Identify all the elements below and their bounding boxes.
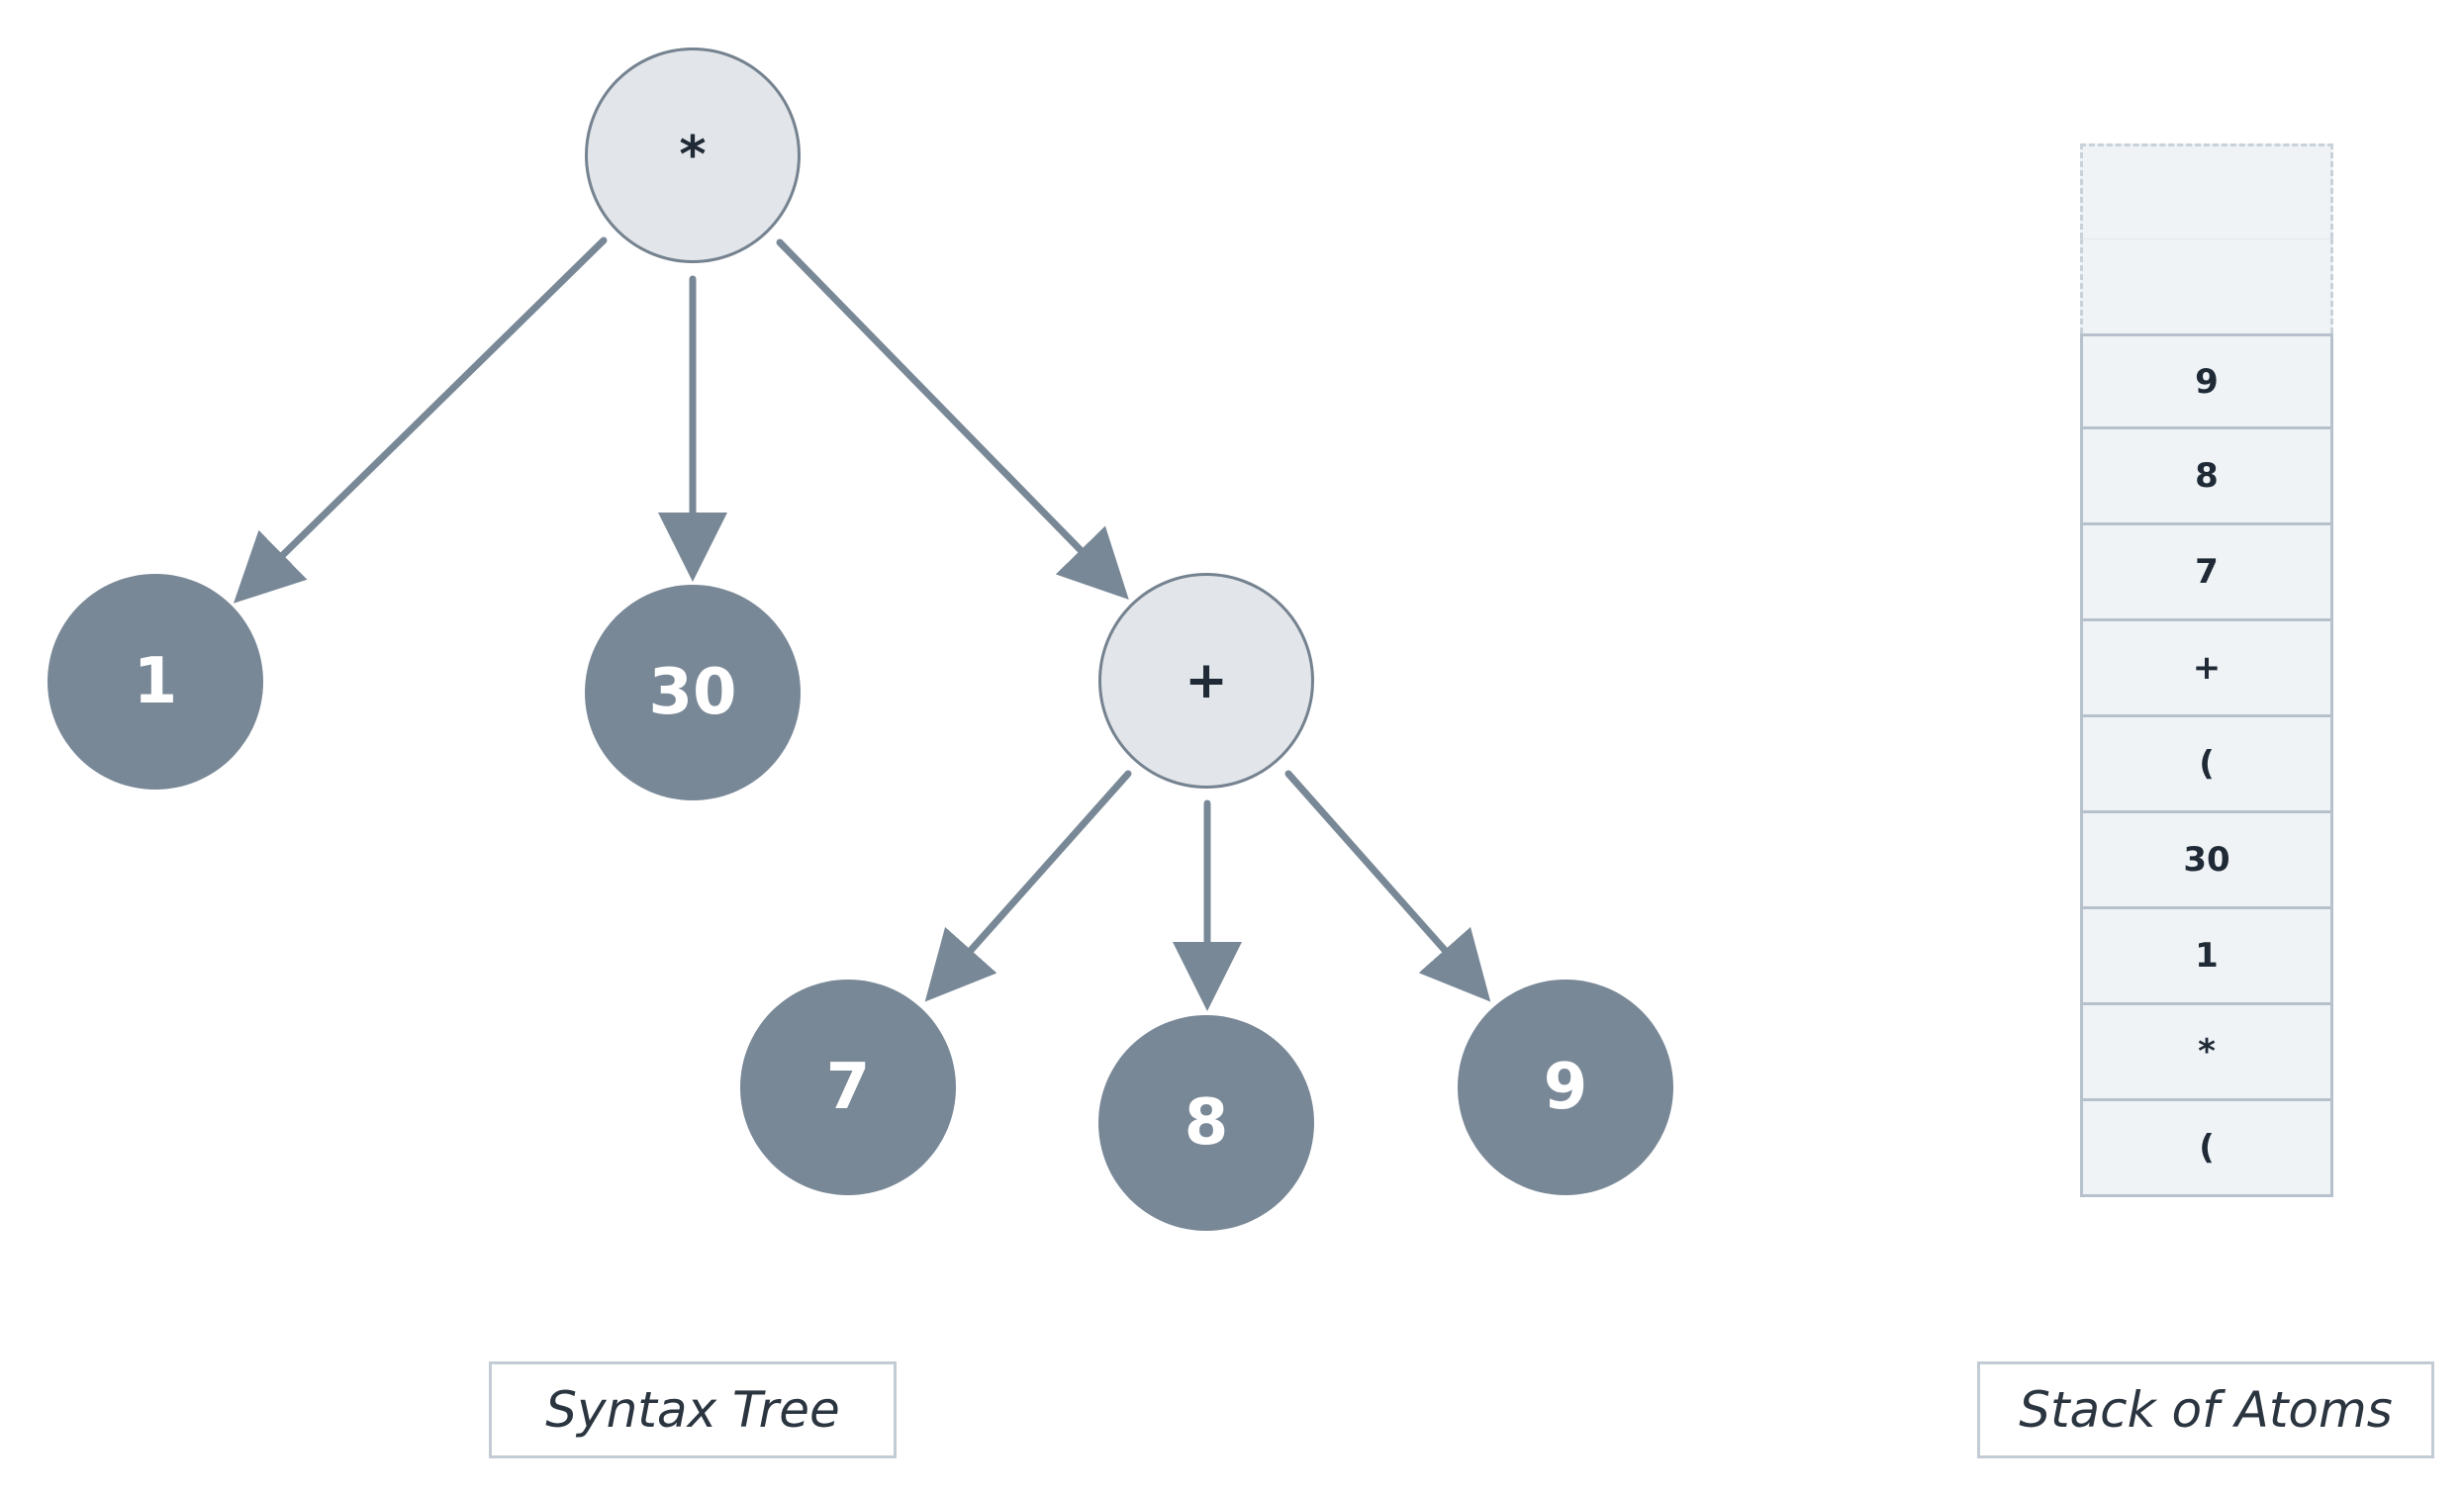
- node-label: 1: [133, 645, 178, 718]
- leaf-node-8: 8: [1098, 1015, 1314, 1231]
- node-label: 8: [1184, 1086, 1229, 1160]
- atom-stack: 9 8 7 + ( 30 1 * (: [2080, 143, 2333, 1197]
- operator-node-multiply: *: [585, 47, 801, 263]
- stack-item: 7: [2080, 525, 2333, 621]
- operator-node-plus: +: [1098, 573, 1314, 789]
- stack-items: 9 8 7 + ( 30 1 * (: [2080, 333, 2333, 1197]
- stack-item: 30: [2080, 813, 2333, 909]
- stack-caption: Stack of Atoms: [1977, 1361, 2434, 1458]
- edge-mul-to-1: [234, 236, 608, 604]
- leaf-node-9: 9: [1458, 980, 1673, 1195]
- node-label: 30: [648, 656, 737, 729]
- node-label: 9: [1543, 1051, 1588, 1124]
- stack-item: +: [2080, 621, 2333, 717]
- stack-item: 1: [2080, 909, 2333, 1005]
- leaf-node-1: 1: [47, 574, 263, 790]
- node-label: +: [1185, 651, 1228, 710]
- leaf-node-30: 30: [585, 585, 801, 800]
- stack-item: (: [2080, 1101, 2333, 1197]
- leaf-node-7: 7: [740, 980, 956, 1195]
- stack-empty-slot: [2080, 238, 2333, 333]
- stack-item: (: [2080, 717, 2333, 813]
- node-label: 7: [825, 1051, 871, 1124]
- stack-item: *: [2080, 1005, 2333, 1101]
- stack-item: 8: [2080, 429, 2333, 525]
- edge-plus-to-9: [1284, 770, 1491, 1002]
- edge-plus-to-7: [924, 770, 1132, 1002]
- edge-mul-to-plus: [776, 238, 1129, 601]
- node-label: *: [679, 126, 707, 185]
- syntax-tree-caption: Syntax Tree: [489, 1361, 897, 1458]
- stack-item: 9: [2080, 333, 2333, 429]
- stack-empty-slot: [2080, 143, 2333, 238]
